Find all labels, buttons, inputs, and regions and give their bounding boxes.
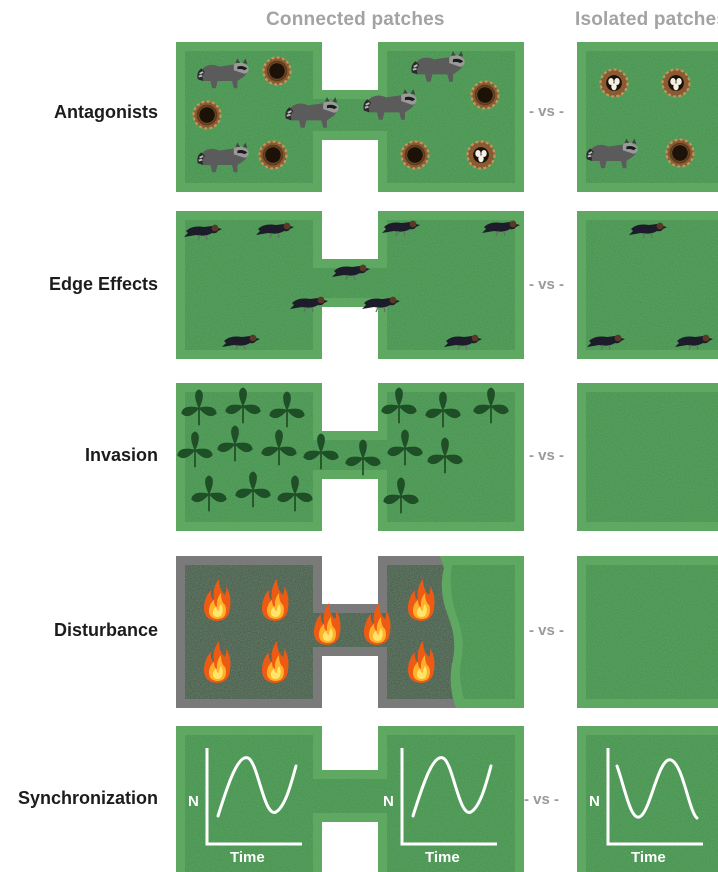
header-isolated-patches: Isolated patches	[575, 9, 718, 31]
antagonists-isolated-diagram	[577, 42, 718, 192]
row-label-synchronization: Synchronization	[0, 788, 158, 809]
nest-icon	[402, 142, 429, 169]
nest-icon	[472, 82, 499, 109]
edge-effects-connected-diagram	[176, 211, 524, 359]
nest-icon	[194, 102, 221, 129]
graph-ylabel: N	[383, 793, 394, 810]
vs-separator: - vs -	[529, 103, 564, 120]
edge-effects-isolated-diagram	[577, 211, 718, 359]
nest-eggs-icon	[601, 70, 628, 97]
graph-ylabel: N	[188, 793, 199, 810]
nest-eggs-icon	[468, 142, 495, 169]
synchronization-connected-diagram: N Time N Time	[176, 726, 524, 872]
nest-eggs-icon	[663, 70, 690, 97]
row-label-invasion: Invasion	[0, 445, 158, 466]
nest-icon	[667, 140, 694, 167]
nest-icon	[260, 142, 287, 169]
disturbance-isolated-diagram	[577, 556, 718, 708]
vs-separator: - vs -	[529, 622, 564, 639]
disturbance-connected-diagram	[176, 556, 524, 708]
antagonists-connected-diagram	[176, 42, 524, 192]
vs-separator: - vs -	[524, 791, 559, 808]
invasion-isolated-diagram	[577, 383, 718, 531]
synchronization-isolated-diagram: N Time	[577, 726, 718, 872]
row-label-antagonists: Antagonists	[0, 102, 158, 123]
graph-xlabel: Time	[425, 849, 460, 866]
graph-ylabel: N	[589, 793, 600, 810]
header-connected-patches: Connected patches	[266, 9, 445, 31]
row-label-disturbance: Disturbance	[0, 620, 158, 641]
invasion-connected-diagram	[176, 383, 524, 531]
vs-separator: - vs -	[529, 276, 564, 293]
vs-separator: - vs -	[529, 447, 564, 464]
nest-icon	[264, 58, 291, 85]
row-label-edge-effects: Edge Effects	[0, 274, 158, 295]
graph-xlabel: Time	[631, 849, 666, 866]
graph-xlabel: Time	[230, 849, 265, 866]
